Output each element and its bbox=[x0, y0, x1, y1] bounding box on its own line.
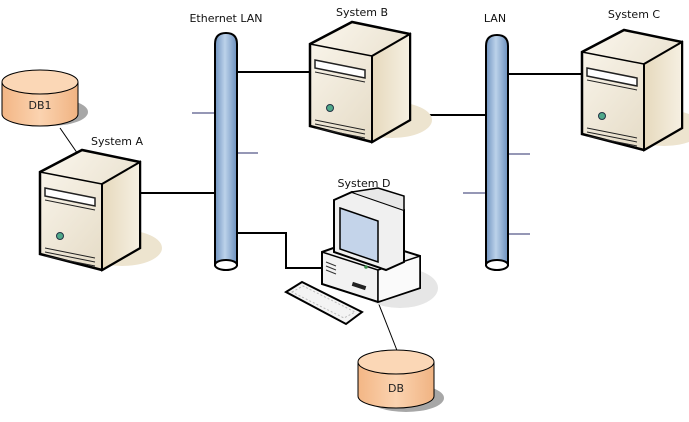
ethernet-lan-label: Ethernet LAN bbox=[189, 12, 262, 25]
power-led-icon bbox=[56, 232, 64, 240]
ethernet-lan-bus: Ethernet LAN bbox=[189, 12, 263, 271]
link-ethernet-lan-system-d bbox=[236, 232, 322, 269]
link-system-d-db bbox=[377, 301, 399, 354]
server-system-a[interactable]: System A bbox=[38, 135, 162, 272]
drive-bay bbox=[44, 187, 96, 207]
power-led-icon bbox=[598, 112, 606, 120]
server-system-b[interactable]: System B bbox=[308, 6, 432, 144]
power-led-icon bbox=[326, 104, 334, 112]
database-db1[interactable]: DB1 bbox=[1, 69, 88, 127]
server-system-c[interactable]: System C bbox=[580, 8, 689, 152]
lan-label: LAN bbox=[484, 12, 506, 25]
drive-bay bbox=[586, 67, 638, 87]
drive-bay bbox=[314, 59, 366, 79]
monitor-led-icon bbox=[364, 265, 368, 269]
system-c-label: System C bbox=[608, 8, 661, 21]
workstation-system-d[interactable]: System D bbox=[284, 177, 438, 326]
monitor-screen bbox=[339, 206, 379, 264]
system-b-label: System B bbox=[336, 6, 388, 19]
system-d-label: System D bbox=[338, 177, 391, 190]
lan-bus: LAN bbox=[484, 12, 509, 271]
system-a-label: System A bbox=[91, 135, 144, 148]
db-label: DB bbox=[388, 382, 404, 395]
db1-label: DB1 bbox=[28, 99, 51, 112]
keyboard-icon bbox=[284, 280, 364, 326]
database-db[interactable]: DB bbox=[357, 349, 444, 412]
